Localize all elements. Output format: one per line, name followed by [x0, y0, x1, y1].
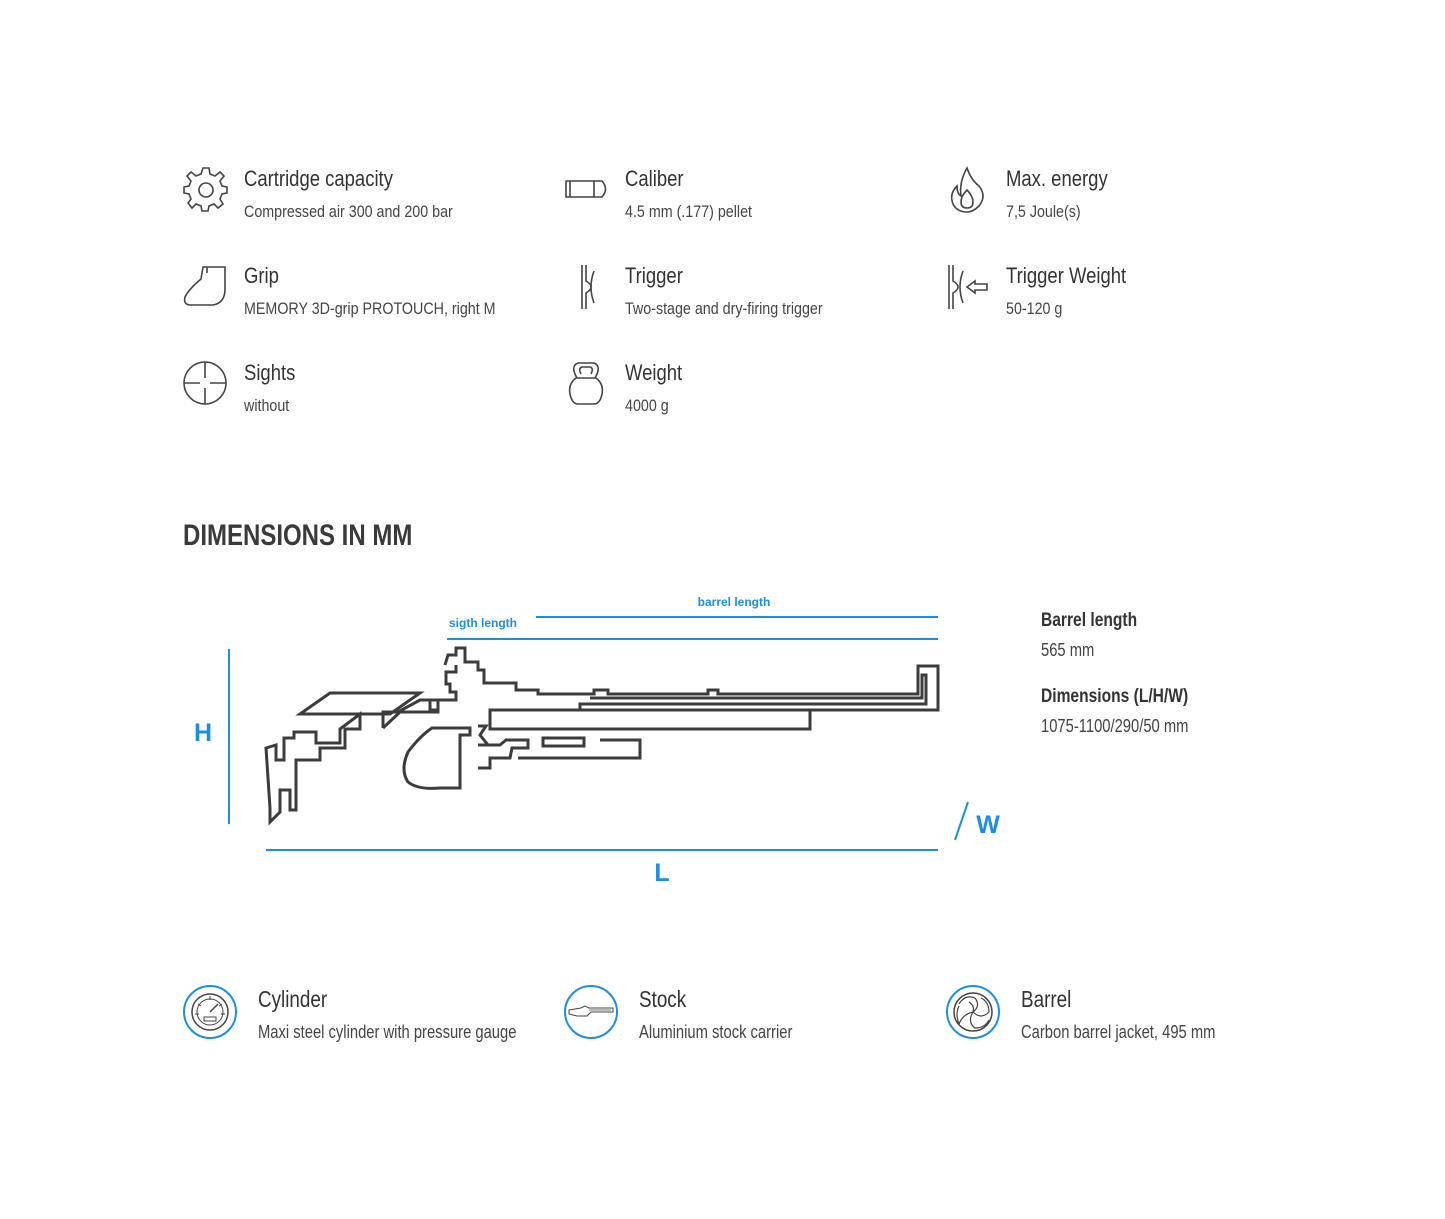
spec-value: MEMORY 3D-grip PROTOUCH, right M — [244, 299, 496, 318]
barrel-swirl-icon — [946, 985, 1000, 1039]
rifle-outline — [264, 646, 940, 826]
spec-max-energy: Max. energy 7,5 Joule(s) — [945, 166, 1305, 236]
dimensions-heading: DIMENSIONS IN MM — [183, 519, 413, 552]
spec-title: Grip — [244, 263, 279, 288]
grip-icon — [183, 266, 226, 306]
spec-value: Two-stage and dry-firing trigger — [625, 299, 823, 318]
trigger-icon — [581, 265, 595, 309]
pellet-icon — [565, 180, 607, 198]
stock-icon — [564, 985, 618, 1039]
spec-title: Weight — [625, 360, 683, 385]
barrel-length-heading: Barrel length — [1041, 610, 1138, 631]
spec-title: Max. energy — [1006, 166, 1108, 191]
barrel-length-label: barrel length — [698, 595, 771, 609]
feature-title: Barrel — [1021, 986, 1072, 1012]
spec-caliber: Caliber 4.5 mm (.177) pellet — [564, 166, 924, 236]
spec-value: without — [244, 396, 290, 415]
spec-cartridge-capacity: Cartridge capacity Compressed air 300 an… — [183, 166, 543, 236]
spec-title: Trigger Weight — [1006, 263, 1127, 288]
spec-title: Trigger — [625, 263, 683, 288]
height-label: H — [194, 719, 212, 747]
sight-length-label: sigth length — [449, 616, 517, 630]
dimensions-lhw-heading: Dimensions (L/H/W) — [1041, 686, 1189, 707]
width-label: W — [976, 811, 1000, 839]
feature-barrel: Barrel Carbon barrel jacket, 495 mm — [945, 984, 1325, 1044]
rifle-dimensions-diagram: barrel length sigth length H L W — [194, 595, 1000, 887]
length-label: L — [654, 859, 669, 887]
feature-title: Cylinder — [258, 986, 328, 1012]
spec-weight: Weight 4000 g — [564, 360, 924, 430]
spec-value: 50-120 g — [1006, 299, 1063, 318]
feature-title: Stock — [639, 986, 687, 1012]
spec-title: Sights — [244, 360, 296, 385]
feature-cylinder: Cylinder Maxi steel cylinder with pressu… — [182, 984, 562, 1044]
spec-grip: Grip MEMORY 3D-grip PROTOUCH, right M — [183, 263, 543, 333]
spec-value: 4000 g — [625, 396, 669, 415]
spec-trigger: Trigger Two-stage and dry-firing trigger — [564, 263, 924, 333]
spec-title: Caliber — [625, 166, 684, 191]
barrel-length-value: 565 mm — [1041, 640, 1095, 660]
flame-icon — [950, 166, 984, 213]
dimensions-lhw-value: 1075-1100/290/50 mm — [1041, 716, 1189, 736]
spec-value: 7,5 Joule(s) — [1006, 202, 1081, 221]
trigger-weight-icon — [948, 265, 988, 309]
kettlebell-icon — [568, 362, 604, 405]
spec-title: Cartridge capacity — [244, 166, 393, 191]
spec-value: 4.5 mm (.177) pellet — [625, 202, 752, 221]
feature-value: Maxi steel cylinder with pressure gauge — [258, 1022, 517, 1042]
spec-sights: Sights without — [183, 360, 543, 430]
spec-value: Compressed air 300 and 200 bar — [244, 202, 453, 221]
feature-value: Aluminium stock carrier — [639, 1022, 793, 1042]
spec-trigger-weight: Trigger Weight 50-120 g — [945, 263, 1305, 333]
pressure-gauge-icon — [183, 985, 237, 1039]
gear-icon — [183, 167, 228, 212]
feature-stock: Stock Aluminium stock carrier — [563, 984, 943, 1044]
width-line — [954, 801, 969, 841]
crosshair-icon — [183, 361, 227, 405]
feature-value: Carbon barrel jacket, 495 mm — [1021, 1022, 1216, 1042]
